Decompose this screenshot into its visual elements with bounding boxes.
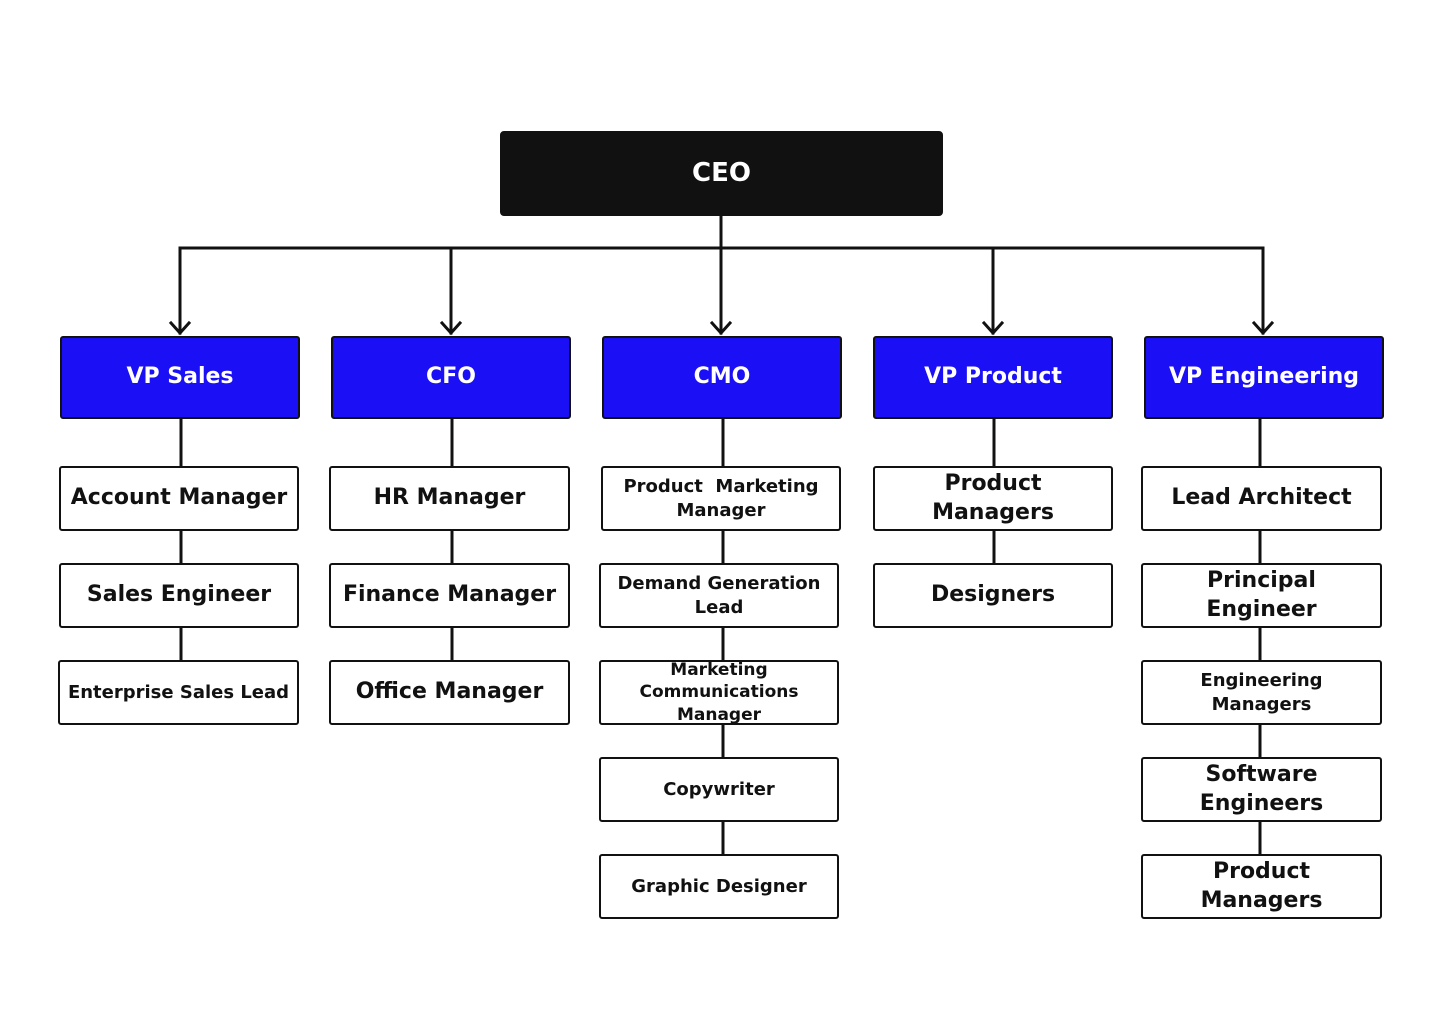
ceo-node[interactable]: CEO (500, 131, 943, 216)
arrowhead-cfo (439, 320, 463, 336)
role-node-product-managers-eng[interactable]: Product Managers (1141, 854, 1382, 919)
role-node-principal-engineer[interactable]: Principal Engineer (1141, 563, 1382, 628)
role-node-engineering-managers[interactable]: Engineering Managers (1141, 660, 1382, 725)
role-node-finance-manager[interactable]: Finance Manager (329, 563, 570, 628)
role-node-lead-architect[interactable]: Lead Architect (1141, 466, 1382, 531)
vp-sales-node[interactable]: VP Sales (60, 336, 300, 419)
role-node-product-marketing-manager[interactable]: Product Marketing Manager (601, 466, 841, 531)
vp-engineering-node[interactable]: VP Engineering (1144, 336, 1384, 419)
role-node-graphic-designer[interactable]: Graphic Designer (599, 854, 839, 919)
role-node-enterprise-sales-lead[interactable]: Enterprise Sales Lead (58, 660, 299, 725)
role-node-demand-generation-lead[interactable]: Demand Generation Lead (599, 563, 839, 628)
arrowhead-vp-sales (168, 320, 192, 336)
role-node-account-manager[interactable]: Account Manager (59, 466, 299, 531)
role-node-software-engineers[interactable]: Software Engineers (1141, 757, 1382, 822)
cfo-node[interactable]: CFO (331, 336, 571, 419)
cmo-node[interactable]: CMO (602, 336, 842, 419)
role-node-sales-engineer[interactable]: Sales Engineer (59, 563, 299, 628)
role-node-copywriter[interactable]: Copywriter (599, 757, 839, 822)
vp-product-node[interactable]: VP Product (873, 336, 1113, 419)
arrowhead-vp-engineering (1251, 320, 1275, 336)
role-node-office-manager[interactable]: Office Manager (329, 660, 570, 725)
role-node-marketing-communications-manager[interactable]: Marketing Communications Manager (599, 660, 839, 725)
role-node-hr-manager[interactable]: HR Manager (329, 466, 570, 531)
arrowhead-vp-product (981, 320, 1005, 336)
role-node-designers[interactable]: Designers (873, 563, 1113, 628)
role-node-product-managers[interactable]: Product Managers (873, 466, 1113, 531)
arrowhead-cmo (709, 320, 733, 336)
